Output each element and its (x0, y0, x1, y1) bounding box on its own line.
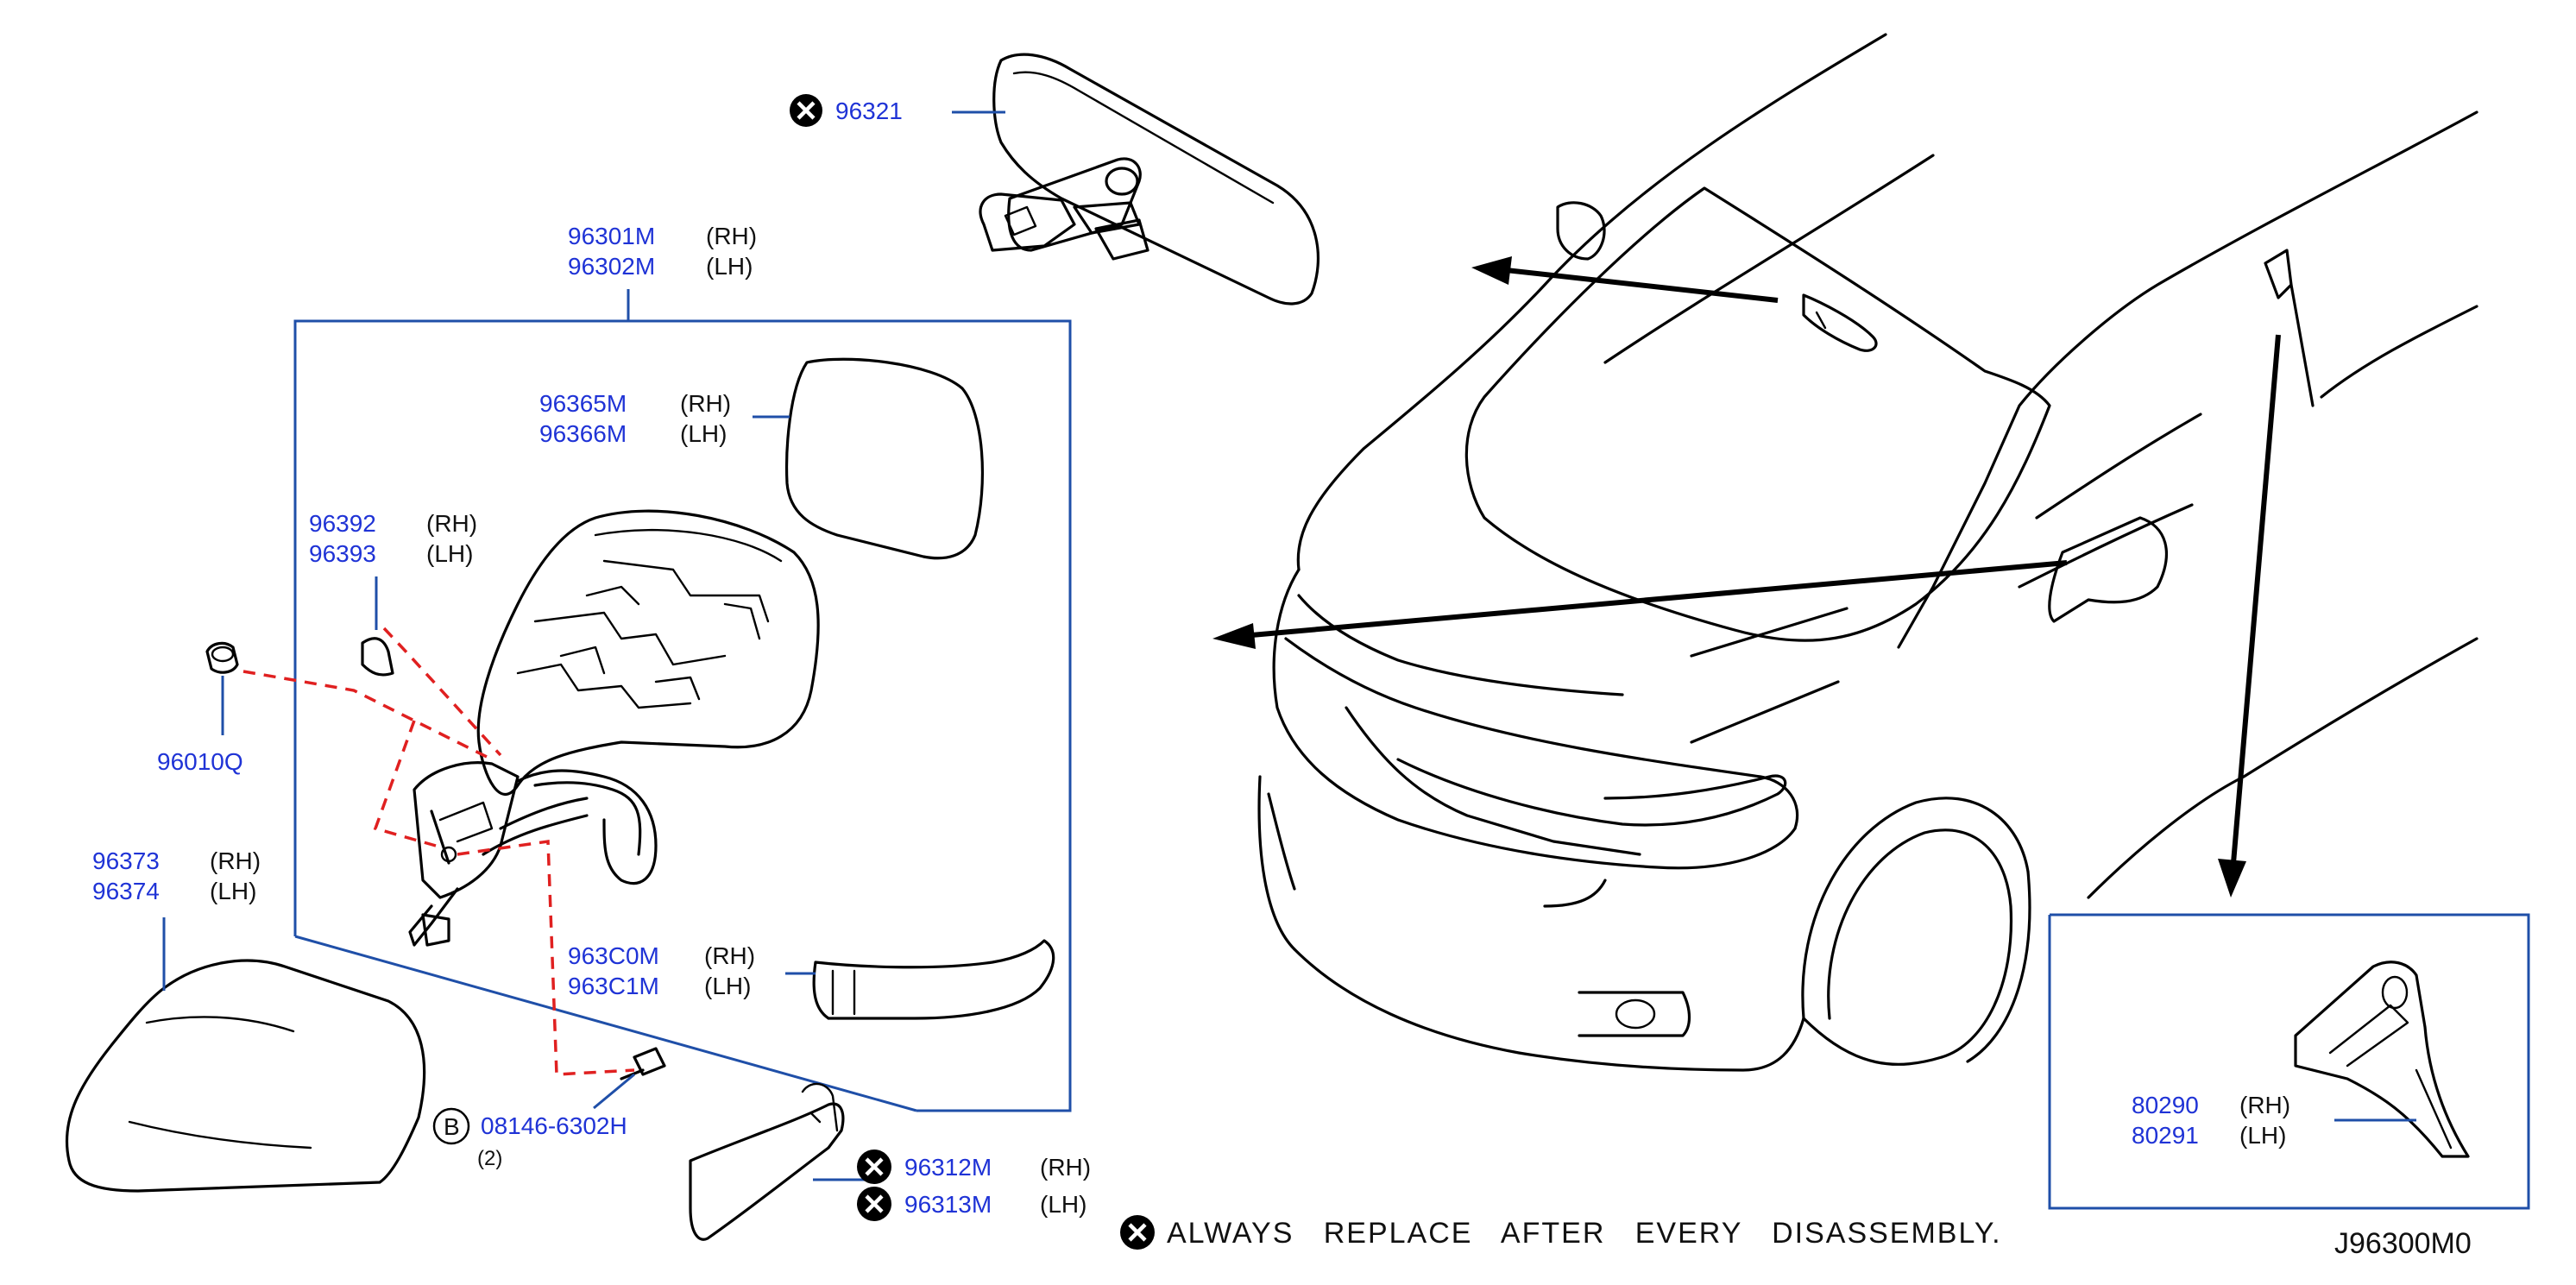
side-label: (LH) (706, 253, 753, 280)
callout-96373[interactable]: 96373 (RH) (92, 847, 261, 874)
part-number[interactable]: 80291 (2132, 1122, 2199, 1149)
part-number[interactable]: 96313M (904, 1191, 992, 1218)
part-number[interactable]: 96374 (92, 878, 160, 904)
side-label: (RH) (1040, 1154, 1091, 1181)
callout-80290[interactable]: 80290 (RH) (2132, 1092, 2290, 1118)
callout-96374[interactable]: 96374 (LH) (92, 878, 256, 904)
callout-96393[interactable]: 96393 (LH) (309, 540, 473, 567)
side-label: (LH) (1040, 1191, 1086, 1218)
part-number[interactable]: 96393 (309, 540, 376, 567)
side-label: (RH) (706, 223, 757, 249)
side-label: (RH) (680, 390, 731, 417)
side-label: (LH) (2239, 1122, 2286, 1149)
inside-mirror-illustration (979, 53, 1320, 306)
part-number[interactable]: 08146-6302H (481, 1112, 627, 1139)
callout-96312m[interactable]: 96312M (RH) (857, 1150, 1091, 1184)
leader-lines (162, 110, 2416, 1181)
callout-963c1m[interactable]: 963C1M (LH) (568, 973, 751, 999)
callout-963c0m[interactable]: 963C0M (RH) (568, 942, 755, 969)
small-cover-illustration (361, 637, 394, 677)
bolt-illustration (620, 1047, 666, 1080)
part-number[interactable]: 96010Q (157, 748, 243, 775)
side-label: (RH) (210, 847, 261, 874)
turn-lamp-illustration (812, 939, 1055, 1020)
side-label: (LH) (426, 540, 473, 567)
diagram-code: J96300M0 (2334, 1227, 2472, 1260)
callout-80291[interactable]: 80291 (LH) (2132, 1122, 2286, 1149)
mirror-glass-illustration (785, 357, 985, 560)
assembly-dash-lines (242, 627, 635, 1076)
nut-illustration (205, 641, 239, 674)
lower-cover-illustration (689, 1082, 845, 1241)
legend-text: ALWAYS REPLACE AFTER EVERY DISASSEMBLY. (1167, 1217, 2002, 1250)
side-label: (LH) (680, 420, 727, 447)
mirror-cover-illustration (65, 959, 426, 1193)
mirror-housing-illustration (408, 509, 820, 947)
callout-96321[interactable]: 96321 (790, 94, 903, 127)
side-label: (RH) (2239, 1092, 2290, 1118)
callout-96010q[interactable]: 96010Q (157, 748, 243, 775)
part-number[interactable]: 963C0M (568, 942, 659, 969)
vehicle-illustration (1257, 33, 2478, 1072)
replacement-legend: ALWAYS REPLACE AFTER EVERY DISASSEMBLY. (1120, 1215, 2002, 1250)
part-number[interactable]: 96321 (835, 98, 903, 124)
pointer-arrows (1212, 256, 2281, 898)
quantity-label: (2) (477, 1147, 502, 1170)
side-label: (RH) (426, 510, 477, 537)
callout-96302m[interactable]: 96302M (LH) (568, 253, 753, 280)
part-number[interactable]: 96301M (568, 223, 655, 249)
part-number[interactable]: 80290 (2132, 1092, 2199, 1118)
callout-96365m[interactable]: 96365M (RH) (539, 390, 731, 417)
bolt-icon-letter: B (444, 1113, 460, 1140)
callout-96392[interactable]: 96392 (RH) (309, 510, 477, 537)
side-label: (LH) (210, 878, 256, 904)
door-mirror-box (293, 289, 1072, 1112)
part-number[interactable]: 96392 (309, 510, 376, 537)
callout-08146-6302h[interactable]: B 08146-6302H (2) (432, 1107, 627, 1170)
part-number[interactable]: 96366M (539, 420, 627, 447)
side-label: (LH) (704, 973, 751, 999)
part-number[interactable]: 96365M (539, 390, 627, 417)
callout-96301m[interactable]: 96301M (RH) (568, 223, 757, 249)
part-number[interactable]: 963C1M (568, 973, 659, 999)
side-label: (RH) (704, 942, 755, 969)
part-number[interactable]: 96312M (904, 1154, 992, 1181)
pillar-finisher-illustration (2048, 913, 2530, 1210)
part-number[interactable]: 96373 (92, 847, 160, 874)
callout-96366m[interactable]: 96366M (LH) (539, 420, 727, 447)
bolt-b-icon (432, 1107, 470, 1145)
part-number[interactable]: 96302M (568, 253, 655, 280)
callout-96313m[interactable]: 96313M (LH) (857, 1187, 1086, 1221)
